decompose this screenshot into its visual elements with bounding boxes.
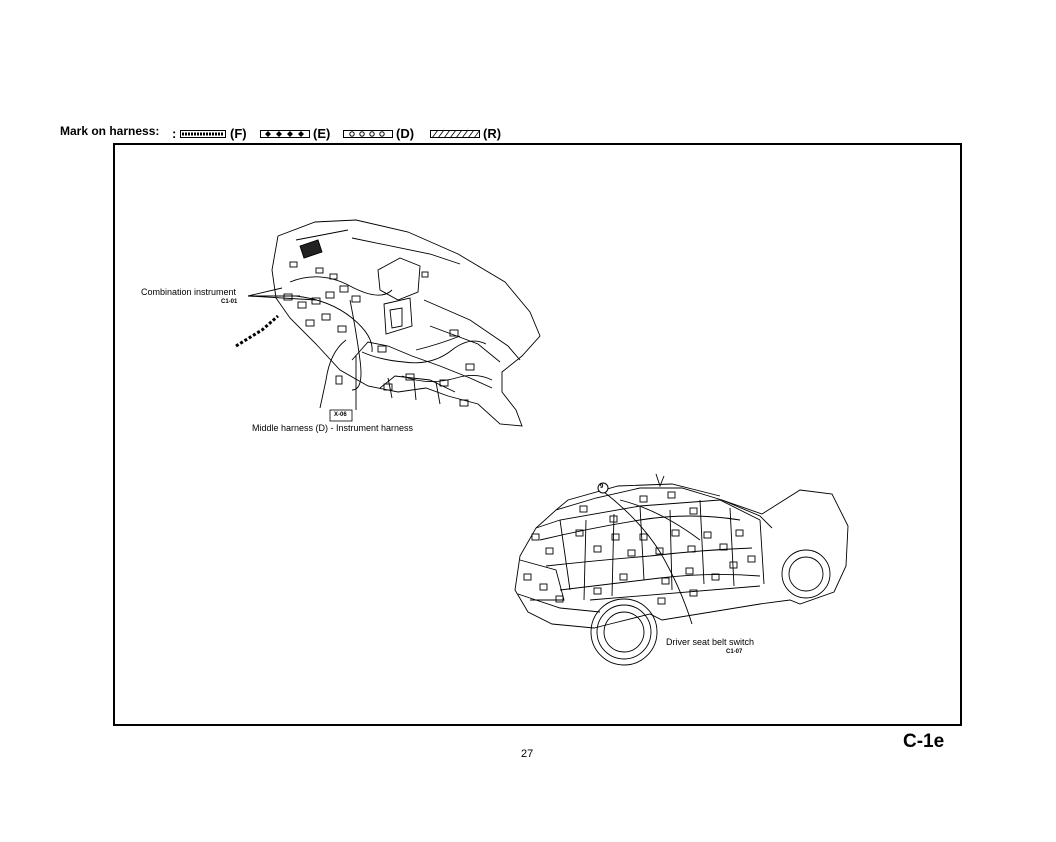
driver-seat-belt-switch-label: Driver seat belt switch	[666, 637, 755, 647]
vehicle-badge-number: 9	[600, 484, 604, 490]
legend-code-d: (D)	[396, 126, 415, 141]
middle-harness-code: X-06	[334, 412, 347, 418]
legend-title: Mark on harness:	[60, 124, 160, 138]
legend-pattern-e	[260, 130, 310, 138]
section-code: C-1e	[903, 731, 945, 752]
combination-instrument-label: Combination instrument	[141, 287, 237, 297]
dashboard-illustration	[235, 219, 541, 427]
page-number: 27	[521, 748, 534, 760]
vehicle-illustration	[514, 473, 849, 666]
legend-colon: :	[172, 126, 177, 141]
legend-pattern-f	[180, 130, 226, 138]
badge-circle	[597, 482, 609, 494]
legend-code-r: (R)	[483, 126, 502, 141]
combination-instrument-code: C1-01	[221, 299, 238, 305]
middle-harness-label: Middle harness (D) - Instrument harness	[252, 423, 414, 433]
legend-pattern-r	[430, 130, 480, 139]
legend-pattern-d	[343, 130, 393, 138]
driver-seat-belt-switch-code: C1-07	[726, 649, 743, 655]
legend-code-e: (E)	[313, 126, 331, 141]
diagram-frame	[113, 143, 962, 726]
x06-connector-box	[329, 409, 353, 422]
legend-code-f: (F)	[230, 126, 247, 141]
